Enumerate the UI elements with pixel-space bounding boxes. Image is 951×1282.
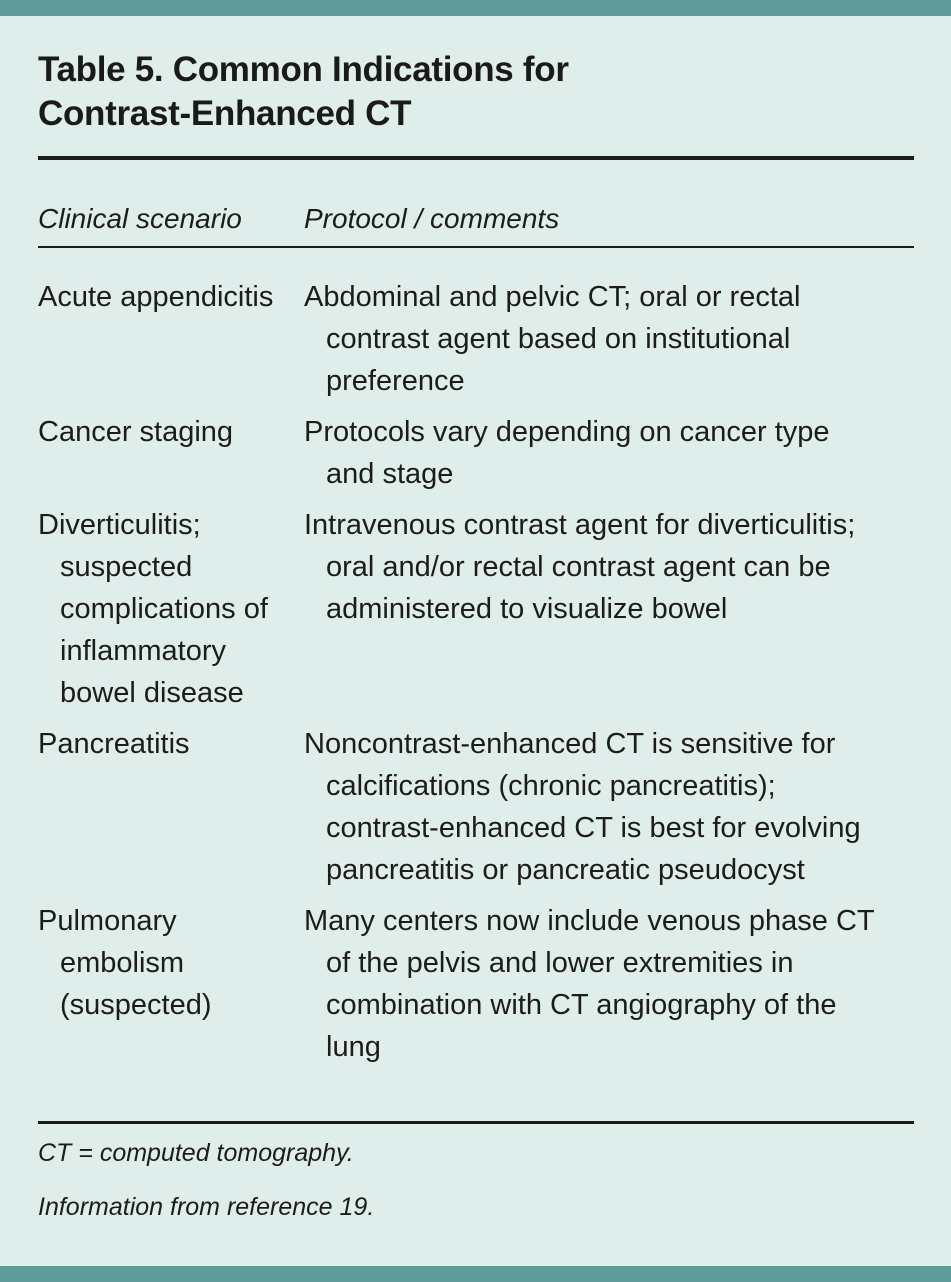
- cell-protocol-comments: Noncontrast-enhanced CT is sensitive for…: [304, 728, 861, 886]
- cell-clinical-scenario: Cancer staging: [38, 416, 234, 448]
- table-title: Table 5. Common Indications for Contrast…: [38, 48, 718, 136]
- footer-divider-rule: [38, 1121, 914, 1124]
- column-header-clinical-scenario: Clinical scenario: [38, 203, 242, 234]
- cell-clinical-scenario: Diverticulitis; suspected complications …: [38, 509, 268, 709]
- table-title-line-1: Table 5. Common Indications for: [38, 50, 569, 89]
- footnote-source: Information from reference 19.: [38, 1193, 375, 1221]
- footnote-abbreviation: CT = computed tomography.: [38, 1139, 354, 1167]
- table-row: Diverticulitis; suspected complications …: [0, 504, 951, 723]
- column-header-protocol-comments: Protocol / comments: [304, 203, 560, 234]
- header-divider-rule: [38, 246, 914, 248]
- table-header-row: Clinical scenario Protocol / comments: [0, 202, 951, 236]
- cell-protocol-comments: Many centers now include venous phase CT…: [304, 905, 875, 1063]
- cell-protocol-comments: Abdominal and pelvic CT; oral or rectal …: [304, 281, 801, 397]
- header-row: Clinical scenario Protocol / comments: [0, 202, 951, 236]
- bottom-accent-band: [0, 1266, 951, 1282]
- table-body: Acute appendicitis Abdominal and pelvic …: [0, 276, 951, 1077]
- cell-protocol-comments: Intravenous contrast agent for diverticu…: [304, 509, 856, 625]
- table-row: Cancer staging Protocols vary depending …: [0, 411, 951, 504]
- cell-clinical-scenario: Pancreatitis: [38, 728, 190, 760]
- table-row: Pancreatitis Noncontrast-enhanced CT is …: [0, 723, 951, 900]
- top-accent-band: [0, 0, 951, 16]
- table-title-line-2: Contrast-Enhanced CT: [38, 94, 412, 133]
- table-footnotes: CT = computed tomography. Information fr…: [38, 1138, 914, 1246]
- table-row: Acute appendicitis Abdominal and pelvic …: [0, 276, 951, 411]
- cell-protocol-comments: Protocols vary depending on cancer type …: [304, 416, 830, 490]
- cell-clinical-scenario: Pulmonary embolism (suspected): [38, 905, 212, 1021]
- title-divider-rule: [38, 156, 914, 160]
- cell-clinical-scenario: Acute appendicitis: [38, 281, 274, 313]
- table-page: Table 5. Common Indications for Contrast…: [0, 16, 951, 1266]
- table-row: Pulmonary embolism (suspected) Many cent…: [0, 900, 951, 1077]
